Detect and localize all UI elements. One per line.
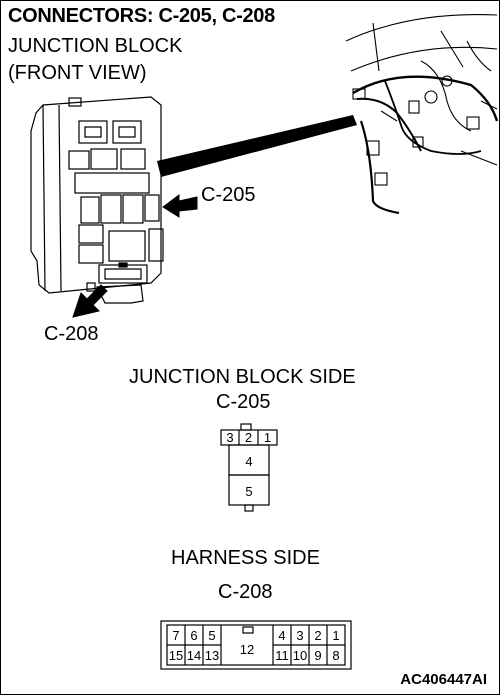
- c208-pin: 15: [169, 648, 183, 663]
- page-title: CONNECTORS: C-205, C-208: [8, 5, 275, 27]
- c208-pin: 10: [293, 648, 307, 663]
- c208-pin: 13: [205, 648, 219, 663]
- leader-wedge: [157, 115, 357, 177]
- vehicle-harness-drawing: [345, 14, 499, 215]
- c208-pin: 7: [172, 628, 179, 643]
- c208-pin-numbers: 7 6 5 4 3 2 1 15 14 13 12 11 10 9 8: [169, 628, 340, 663]
- c208-connector-name: C-208: [218, 581, 273, 603]
- junction-block-drawing: [30, 96, 164, 304]
- figure-code: AC406447AI: [400, 671, 487, 688]
- arrow-c208: [72, 284, 108, 318]
- c208-pin: 3: [296, 628, 303, 643]
- c208-pin: 5: [208, 628, 215, 643]
- c208-pin: 8: [332, 648, 339, 663]
- c208-pin: 12: [240, 642, 254, 657]
- arrow-c205: [162, 194, 198, 218]
- c208-side-label: HARNESS SIDE: [171, 547, 320, 569]
- c208-pin: 9: [314, 648, 321, 663]
- c208-pin: 2: [314, 628, 321, 643]
- c205-pin: 5: [245, 484, 252, 499]
- c208-pin: 14: [187, 648, 201, 663]
- c205-side-label: JUNCTION BLOCK SIDE: [129, 366, 356, 388]
- c205-pin: 4: [245, 454, 252, 469]
- c208-pin: 1: [332, 628, 339, 643]
- callout-label-c205: C-205: [201, 184, 256, 206]
- c205-pin: 1: [264, 430, 271, 445]
- c205-pin: 3: [226, 430, 233, 445]
- c205-pin-numbers: 3 2 1 4 5: [226, 430, 271, 499]
- c208-pin: 6: [190, 628, 197, 643]
- c208-pin: 4: [278, 628, 285, 643]
- subtitle-line-2: (FRONT VIEW): [8, 62, 147, 84]
- c208-pin: 11: [275, 648, 289, 663]
- c205-connector-name: C-205: [216, 391, 271, 413]
- callout-arrows: [72, 194, 198, 318]
- connector-c208-face: [160, 620, 352, 670]
- c205-pin: 2: [245, 430, 252, 445]
- connector-c205-face: [220, 423, 278, 512]
- callout-label-c208: C-208: [44, 323, 99, 345]
- subtitle-line-1: JUNCTION BLOCK: [8, 35, 183, 57]
